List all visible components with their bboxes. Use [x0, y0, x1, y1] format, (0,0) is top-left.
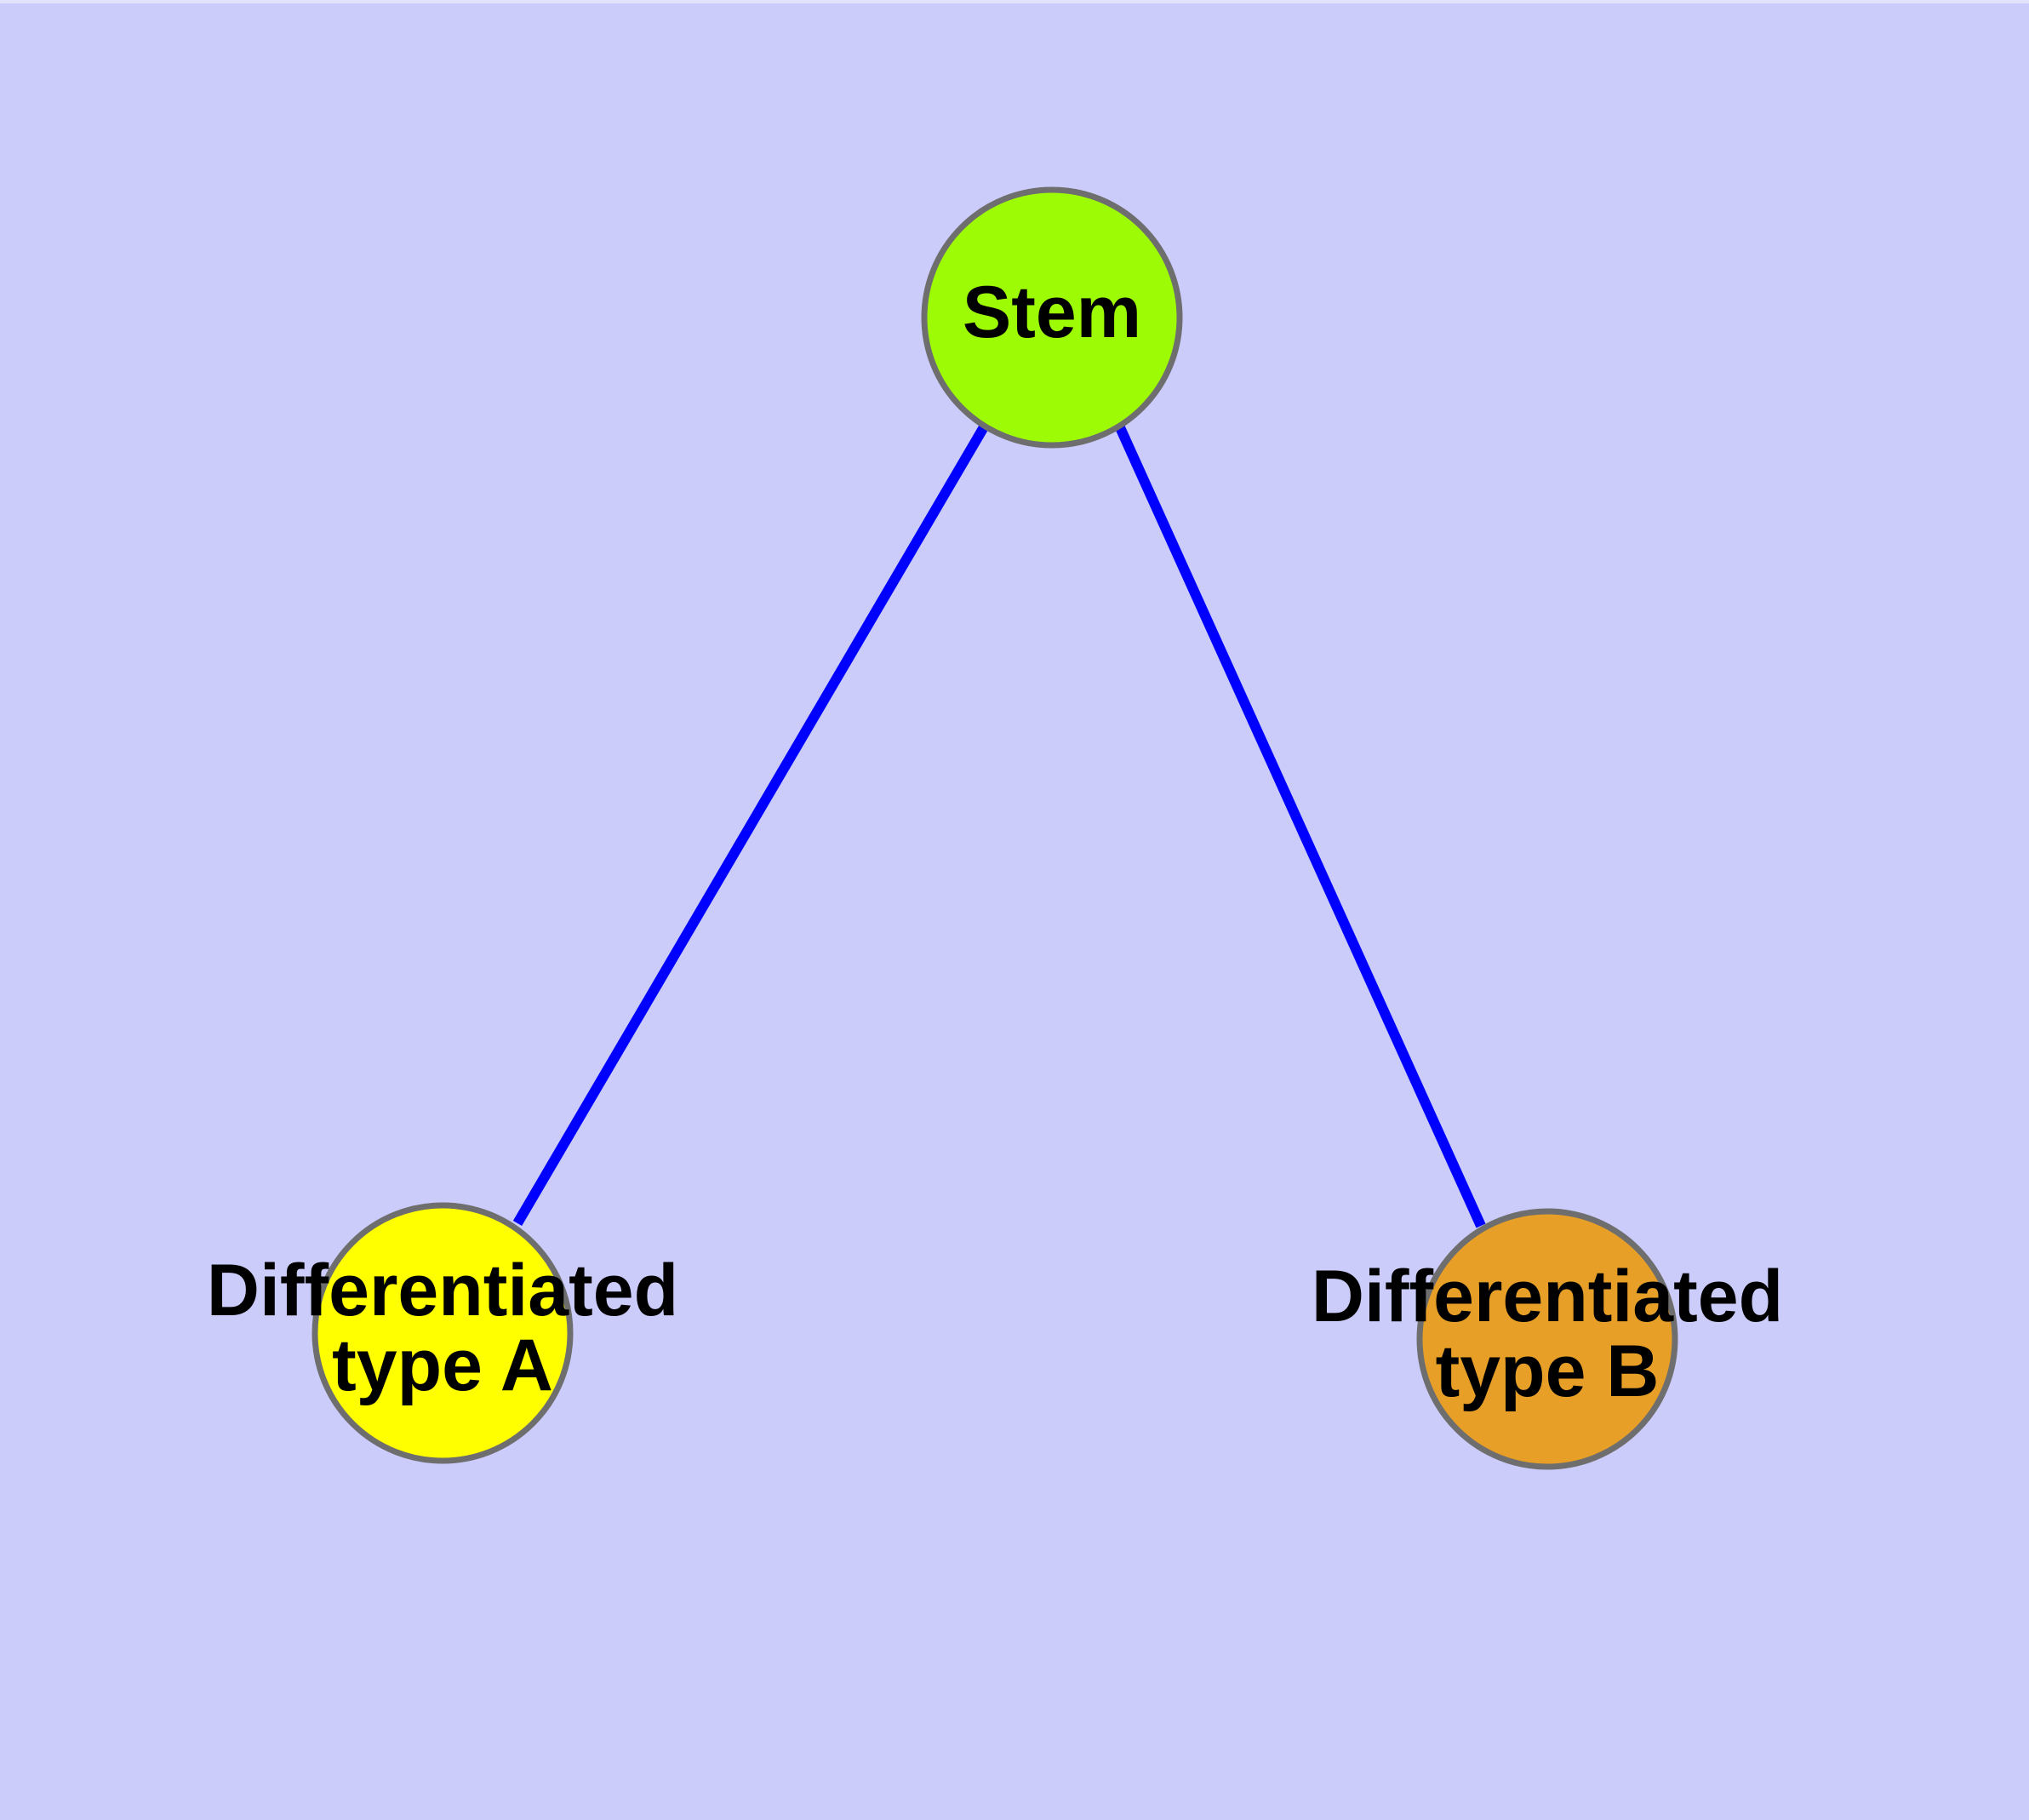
stem-node-circle[interactable] [921, 186, 1183, 449]
node-label-line: type B [1436, 1331, 1660, 1412]
differentiated-type-a-node-circle[interactable] [311, 1202, 574, 1464]
edge-stem-to-differentiated-type-a[interactable] [512, 422, 990, 1227]
node-label-line: type A [332, 1325, 553, 1406]
edges-group [512, 422, 1486, 1228]
edge-stem-to-differentiated-type-b[interactable] [1114, 423, 1486, 1228]
node-label-line: Differentiated [1312, 1256, 1783, 1337]
stem-node-label: Stem [963, 272, 1141, 353]
node-stem[interactable]: Stem [921, 186, 1183, 449]
node-label-line: Differentiated [207, 1250, 678, 1331]
top-edge-strip [0, 0, 2029, 3]
differentiated-type-b-node-circle[interactable] [1416, 1208, 1678, 1470]
node-label-line: Stem [963, 272, 1141, 353]
